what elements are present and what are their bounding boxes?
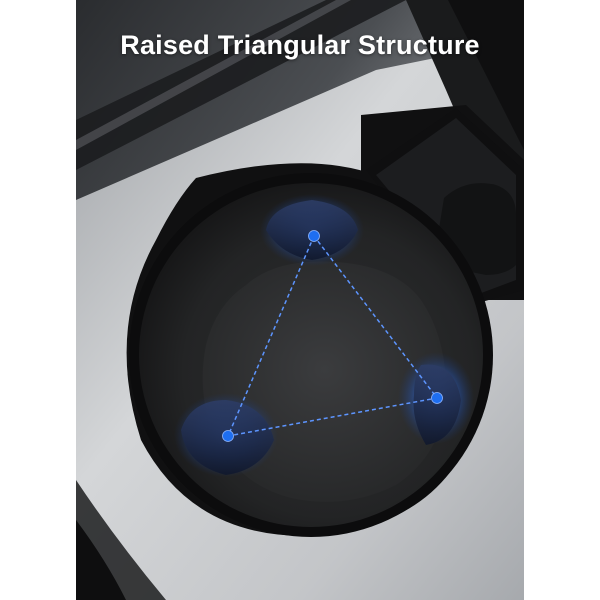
- raised-pad-top: [260, 194, 364, 266]
- triangle-outline: [226, 234, 439, 437]
- product-photo: [76, 0, 524, 600]
- point-left-dot: [222, 430, 234, 442]
- cup-holder-illustration: [76, 0, 524, 600]
- headline-title: Raised Triangular Structure: [120, 30, 480, 60]
- point-right-dot: [431, 392, 443, 404]
- point-top-dot: [308, 230, 320, 242]
